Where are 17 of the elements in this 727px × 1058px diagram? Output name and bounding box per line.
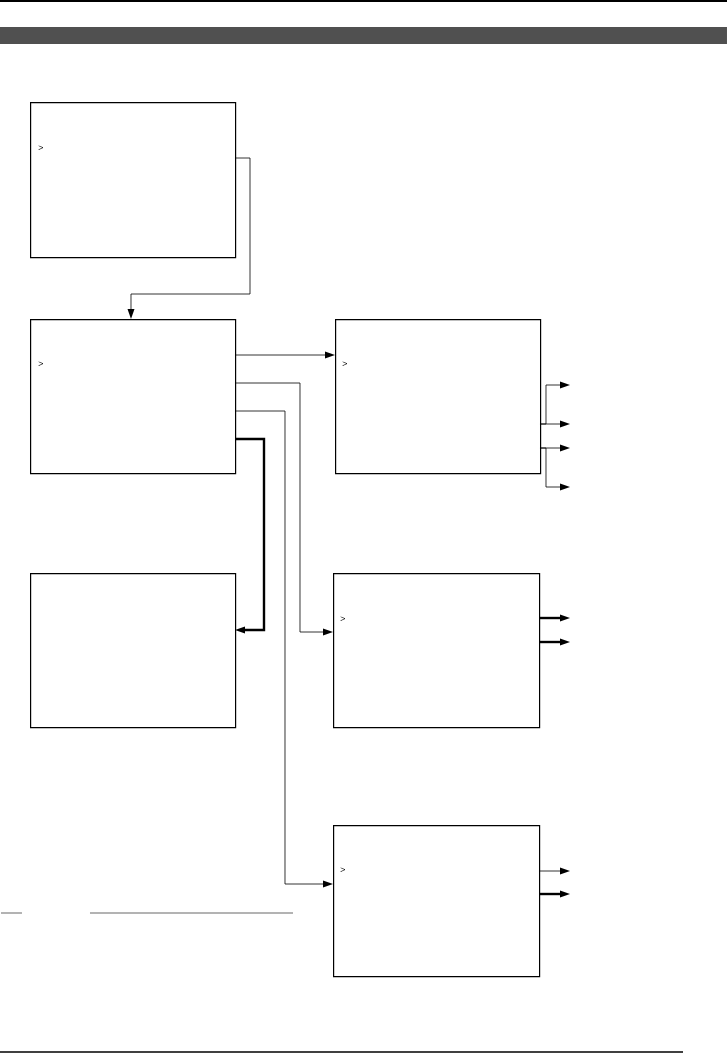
screen-box: >	[333, 825, 541, 978]
screen-box: >	[30, 319, 237, 475]
arrow	[539, 890, 570, 898]
arrow	[234, 351, 335, 359]
arrow	[235, 437, 266, 634]
arrow	[539, 447, 570, 491]
screen-box: >	[335, 319, 542, 475]
screen-box	[30, 573, 237, 729]
arrow	[538, 867, 570, 875]
screen-box: >	[333, 573, 541, 729]
arrow	[234, 382, 333, 636]
arrow	[539, 614, 570, 622]
screen-box: >	[30, 102, 237, 259]
arrow	[234, 410, 333, 888]
arrow	[539, 420, 570, 428]
arrow	[539, 638, 570, 646]
arrow	[127, 157, 251, 319]
